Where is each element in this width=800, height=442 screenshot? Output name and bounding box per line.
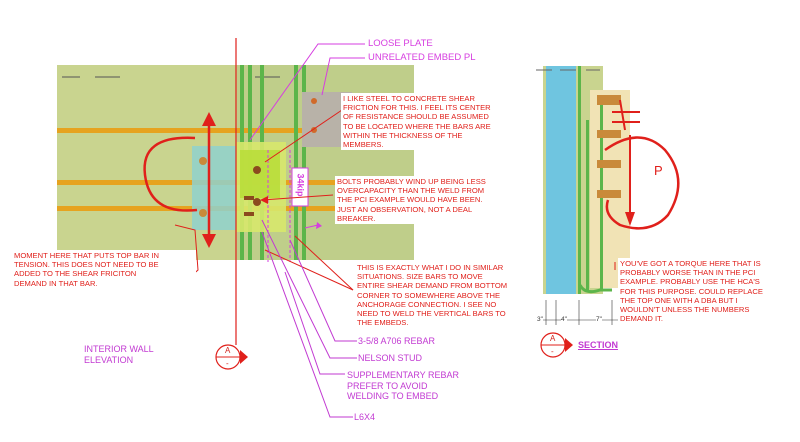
bolts-note: BOLTS PROBABLY WIND UP BEING LESS OVERCA… (335, 176, 519, 225)
supplementary-rebar-outline (267, 150, 291, 262)
rebar-label: 3-5/8 A706 REBAR (358, 336, 436, 346)
moment-curve (143, 136, 198, 212)
load-label: 34kip (295, 173, 306, 197)
load-box (291, 167, 309, 207)
interior-wall-elevation-label: INTERIOR WALL ELEVATION (84, 344, 154, 365)
loose-plate-leader (249, 43, 365, 141)
dimension-7in: 7" (596, 316, 602, 323)
section-marker-right-sub: - (551, 347, 554, 356)
angle-label: L6x4 (354, 412, 376, 422)
steel-note-leader (264, 109, 343, 163)
section-marker-left-sub: - (226, 359, 229, 368)
nelson-studs (244, 196, 254, 216)
exactly-note: THIS IS EXACTLY WHAT I DO IN SIMILAR SIT… (355, 262, 539, 329)
section-embed (597, 160, 621, 168)
section-embed (597, 130, 621, 138)
rebar-leader (289, 239, 357, 342)
bolts-note-leader (261, 194, 334, 201)
unrelated-embed-label: UNRELATED EMBED PL (368, 52, 476, 63)
steel-to-concrete-note: I LIKE STEEL TO CONCRETE SHEAR FRICTION … (341, 93, 513, 151)
section-marker-left-letter: A (225, 346, 231, 355)
torque-curve (604, 136, 680, 230)
section-marker-right-letter: A (550, 334, 556, 343)
section-blue (546, 66, 576, 294)
section-rebar (586, 120, 589, 290)
section-embed (597, 95, 621, 105)
section-marker-left[interactable] (215, 344, 248, 370)
unrelated-embed-leader (321, 57, 365, 96)
embed-plate (192, 146, 236, 230)
section-embed (597, 190, 621, 198)
loose-plate-label: LOOSE PLATE (368, 38, 433, 49)
supplementary-leader (284, 271, 345, 375)
bolt (199, 209, 207, 217)
bolt (199, 157, 207, 165)
section-marker-right[interactable] (540, 332, 573, 358)
torque-note: YOU'VE GOT A TORQUE HERE THAT IS PROBABL… (618, 258, 800, 325)
nelson-stud-label: NELSON STUD (358, 353, 423, 363)
bolt (253, 166, 261, 174)
angle-leg (240, 150, 280, 198)
nelson-leader (261, 219, 357, 359)
dimension-3in: 3" (537, 316, 543, 323)
p-mark: P (654, 163, 663, 178)
section-rebar (578, 66, 581, 294)
moment-note: MOMENT HERE THAT PUTS TOP BAR IN TENSION… (12, 250, 196, 289)
dimension-4in: 4" (561, 316, 567, 323)
angle-leader (261, 231, 353, 418)
exactly-note-leader-2 (294, 235, 354, 291)
supplementary-rebar-label: SUPPLEMENTARY REBAR PREFER TO AVOID WELD… (347, 370, 460, 401)
hand-mark (612, 99, 640, 131)
section-title: SECTION (578, 340, 619, 350)
section-view (536, 66, 680, 358)
bolt (253, 198, 261, 206)
section-hook (578, 284, 612, 294)
